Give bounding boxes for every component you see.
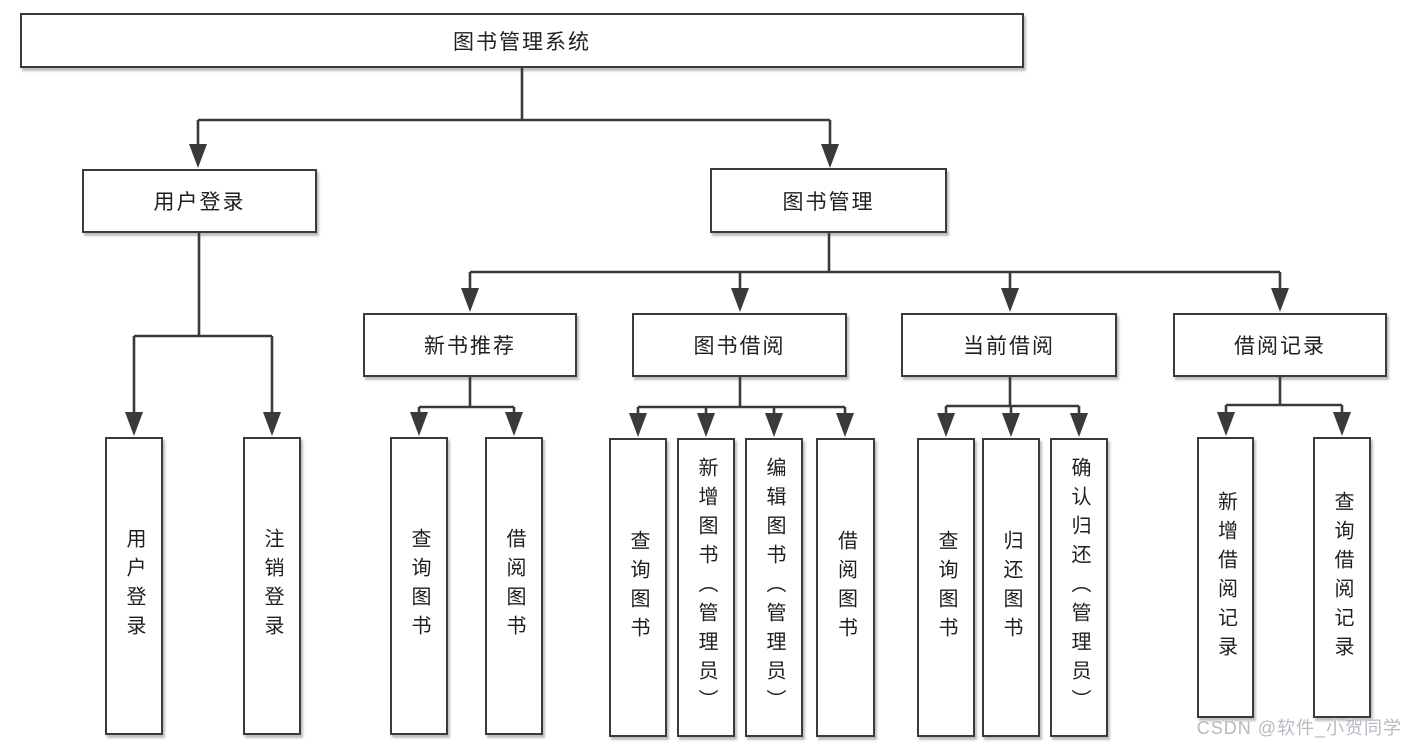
leaf-edit-book-admin-label: 编辑图书（管理员） — [763, 457, 785, 718]
leaf-borrow-books-recommend-label: 借阅图书 — [503, 528, 525, 644]
leaf-query-books-current-label: 查询图书 — [935, 529, 957, 646]
node-library-management-system-label: 图书管理系统 — [453, 30, 591, 54]
node-current-borrowing: 当前借阅 — [901, 313, 1117, 377]
node-user-login: 用户登录 — [82, 169, 317, 233]
leaf-query-books-current: 查询图书 — [917, 438, 975, 737]
leaf-logout: 注销登录 — [243, 437, 301, 735]
leaf-edit-book-admin: 编辑图书（管理员） — [745, 438, 803, 737]
node-library-management-system: 图书管理系统 — [20, 13, 1024, 68]
leaf-query-borrow-record-label: 查询借阅记录 — [1331, 490, 1353, 665]
leaf-add-borrow-record-label: 新增借阅记录 — [1214, 490, 1237, 665]
leaf-user-login-label: 用户登录 — [123, 528, 145, 644]
leaf-confirm-return-admin: 确认归还（管理员） — [1050, 438, 1108, 737]
node-book-management: 图书管理 — [710, 168, 947, 233]
node-book-management-label: 图书管理 — [782, 190, 875, 214]
leaf-return-book-label: 归还图书 — [1000, 529, 1022, 646]
leaf-return-book: 归还图书 — [982, 438, 1040, 737]
node-borrowing-records: 借阅记录 — [1173, 313, 1387, 377]
leaf-add-book-admin-label: 新增图书（管理员） — [695, 457, 717, 718]
node-user-login-label: 用户登录 — [153, 191, 246, 214]
node-new-book-recommendation: 新书推荐 — [363, 313, 577, 377]
csdn-watermark: CSDN @软件_小贺同学 — [1196, 718, 1402, 738]
leaf-logout-label: 注销登录 — [261, 528, 283, 644]
leaf-borrow-books: 借阅图书 — [816, 438, 875, 737]
node-current-borrowing-label: 当前借阅 — [963, 335, 1055, 358]
leaf-user-login: 用户登录 — [105, 437, 163, 735]
node-book-borrowing: 图书借阅 — [632, 313, 847, 377]
leaf-borrow-books-label: 借阅图书 — [834, 529, 857, 646]
leaf-confirm-return-admin-label: 确认归还（管理员） — [1068, 457, 1090, 718]
leaf-query-books-borrow-label: 查询图书 — [627, 529, 649, 646]
leaf-query-books-recommend: 查询图书 — [390, 437, 448, 735]
leaf-add-book-admin: 新增图书（管理员） — [677, 438, 735, 737]
leaf-add-borrow-record: 新增借阅记录 — [1197, 437, 1254, 718]
node-new-book-recommendation-label: 新书推荐 — [424, 335, 516, 358]
leaf-query-books-borrow: 查询图书 — [609, 438, 667, 737]
leaf-query-borrow-record: 查询借阅记录 — [1313, 437, 1371, 718]
node-borrowing-records-label: 借阅记录 — [1234, 335, 1326, 358]
leaf-borrow-books-recommend: 借阅图书 — [485, 437, 543, 735]
leaf-query-books-recommend-label: 查询图书 — [408, 528, 430, 644]
node-book-borrowing-label: 图书借阅 — [693, 335, 786, 358]
